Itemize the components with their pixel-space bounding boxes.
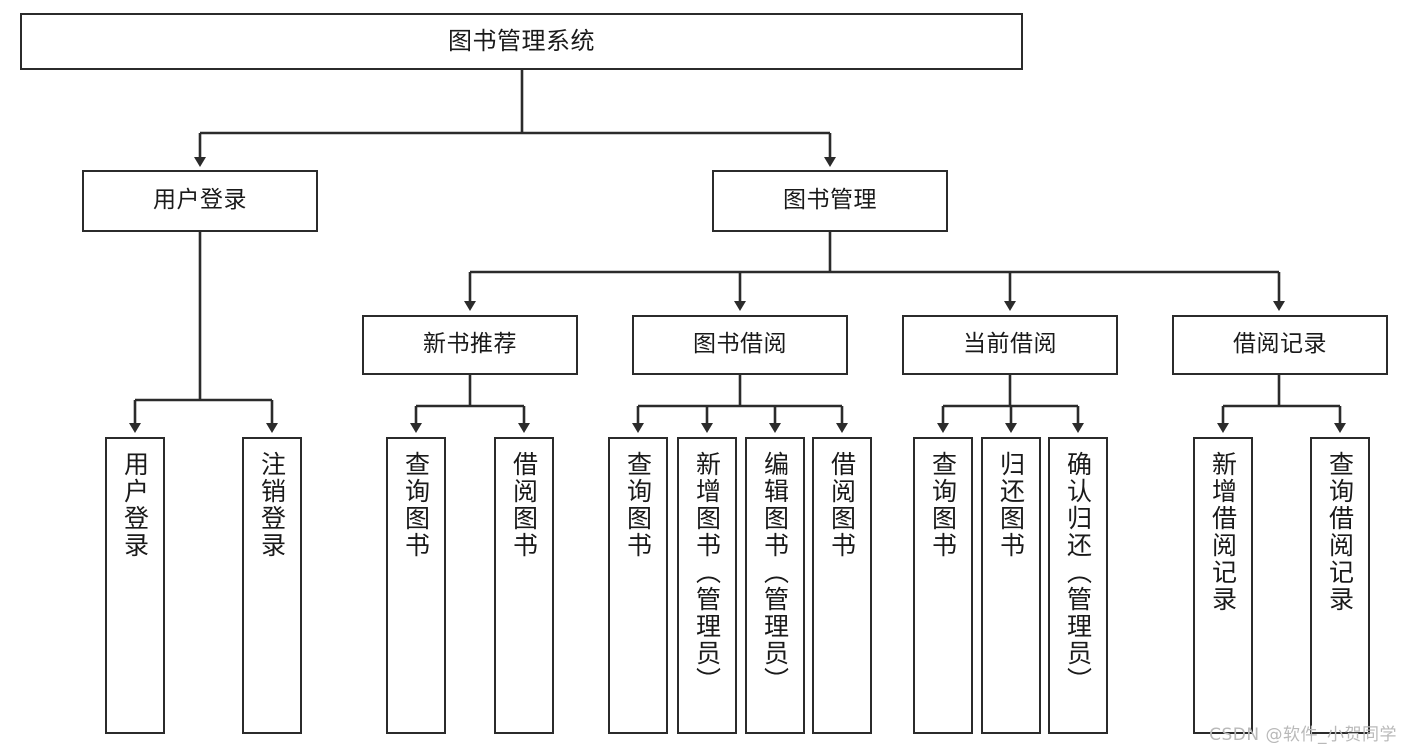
- node-label: 用户登录: [120, 451, 150, 559]
- node-new-book-recommend[interactable]: 新书推荐: [362, 315, 578, 375]
- node-label: 查询图书: [401, 451, 431, 559]
- node-label: 图书借阅: [693, 331, 787, 358]
- node-leaf-query-book-1[interactable]: 查询图书: [386, 437, 446, 734]
- node-book-management[interactable]: 图书管理: [712, 170, 948, 232]
- node-label: 借阅图书: [509, 451, 539, 559]
- node-leaf-edit-book-admin[interactable]: 编辑图书（管理员）: [745, 437, 805, 734]
- node-leaf-confirm-return-admin[interactable]: 确认归还（管理员）: [1048, 437, 1108, 734]
- node-label: 注销登录: [257, 451, 287, 559]
- node-book-management-system[interactable]: 图书管理系统: [20, 13, 1023, 70]
- node-label: 查询借阅记录: [1325, 451, 1355, 613]
- node-label: 用户登录: [153, 187, 247, 214]
- node-label: 新书推荐: [423, 331, 517, 358]
- node-label: 新增图书（管理员）: [692, 451, 722, 694]
- watermark-text: CSDN @软件_小贺同学: [1209, 725, 1397, 745]
- node-label: 查询图书: [928, 451, 958, 559]
- node-label: 新增借阅记录: [1208, 451, 1238, 613]
- node-label: 图书管理: [783, 187, 877, 214]
- node-leaf-return-book[interactable]: 归还图书: [981, 437, 1041, 734]
- node-user-login[interactable]: 用户登录: [82, 170, 318, 232]
- node-leaf-query-book-3[interactable]: 查询图书: [913, 437, 973, 734]
- node-borrow-record[interactable]: 借阅记录: [1172, 315, 1388, 375]
- node-leaf-borrow-book-1[interactable]: 借阅图书: [494, 437, 554, 734]
- node-leaf-query-book-2[interactable]: 查询图书: [608, 437, 668, 734]
- node-label: 确认归还（管理员）: [1063, 451, 1093, 694]
- node-book-borrow[interactable]: 图书借阅: [632, 315, 848, 375]
- node-label: 编辑图书（管理员）: [760, 451, 790, 694]
- node-label: 归还图书: [996, 451, 1026, 559]
- node-leaf-add-borrow-record[interactable]: 新增借阅记录: [1193, 437, 1253, 734]
- node-leaf-logout-login[interactable]: 注销登录: [242, 437, 302, 734]
- node-leaf-borrow-book-2[interactable]: 借阅图书: [812, 437, 872, 734]
- node-leaf-query-borrow-record[interactable]: 查询借阅记录: [1310, 437, 1370, 734]
- node-leaf-add-book-admin[interactable]: 新增图书（管理员）: [677, 437, 737, 734]
- node-label: 当前借阅: [963, 331, 1057, 358]
- node-leaf-user-login[interactable]: 用户登录: [105, 437, 165, 734]
- node-label: 借阅记录: [1233, 331, 1327, 358]
- node-current-borrow[interactable]: 当前借阅: [902, 315, 1118, 375]
- node-label: 借阅图书: [827, 451, 857, 559]
- node-label: 查询图书: [623, 451, 653, 559]
- node-label: 图书管理系统: [448, 27, 595, 56]
